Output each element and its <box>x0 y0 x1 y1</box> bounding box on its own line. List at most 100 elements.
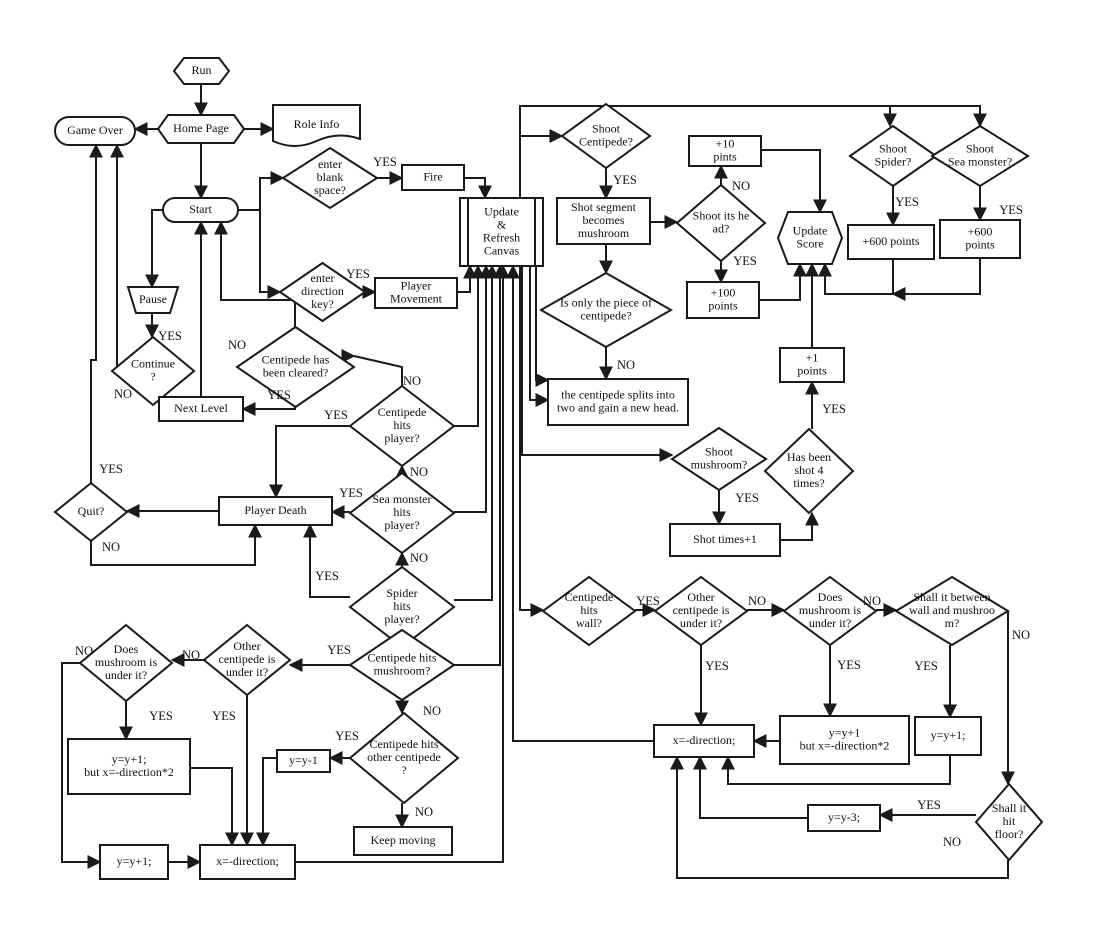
connector-arrow <box>521 266 674 462</box>
node-yym3: y=y-3; <box>807 804 881 832</box>
node-text: blank <box>317 170 344 184</box>
node-text: key? <box>311 297 334 311</box>
edge-label-no: NO <box>75 644 93 658</box>
node-text: Update <box>484 204 519 218</box>
node-text: x=-direction; <box>216 854 279 868</box>
node-start: Start <box>162 197 239 223</box>
node-text: mushroom <box>578 226 630 240</box>
connector-arrow <box>670 755 1009 879</box>
node-text: ? <box>150 369 155 383</box>
edge-label-yes: YES <box>346 267 370 281</box>
connector-arrow <box>759 262 807 301</box>
node-text: Shoot <box>966 141 995 155</box>
node-yy1x2-l: y=y+1;but x=-direction*2 <box>67 738 191 795</box>
node-text: Does <box>818 590 843 604</box>
edge-label-yes: YES <box>324 408 348 422</box>
node-text: enter <box>311 271 335 285</box>
connector-arrow <box>693 755 808 819</box>
edge-label-yes: YES <box>327 643 351 657</box>
node-text: under it? <box>809 616 851 630</box>
node-text: y=y+1; <box>112 752 147 766</box>
connector-arrow <box>535 266 550 387</box>
node-text: Shoot <box>705 444 734 458</box>
node-text: floor? <box>995 827 1024 841</box>
connector-arrow <box>295 264 510 863</box>
node-text: pints <box>713 149 737 163</box>
edge-label-no: NO <box>410 551 428 565</box>
connector-arrow <box>761 149 827 214</box>
edge-label-no: NO <box>114 387 132 401</box>
edge-label-yes: YES <box>212 709 236 723</box>
node-text: Update <box>793 223 828 237</box>
edge-label-no: NO <box>182 648 200 662</box>
node-yym1: y=y-1 <box>276 749 331 773</box>
node-text: Shall it between <box>913 590 990 604</box>
connector-arrow <box>256 757 277 847</box>
node-text: ? <box>401 763 406 777</box>
connector-arrow <box>454 264 493 513</box>
node-text: Shot segment <box>571 200 637 214</box>
node-text: +100 <box>711 285 736 299</box>
node-text: Centipede <box>565 590 614 604</box>
node-text: other centipede <box>367 750 441 764</box>
node-text: Canvas <box>484 243 520 257</box>
connector-arrow <box>145 209 163 289</box>
node-p600a: +600 points <box>847 224 935 260</box>
node-text: points <box>797 363 827 377</box>
node-pause: Pause <box>126 286 180 314</box>
connector-arrow <box>457 264 477 293</box>
node-text: player? <box>384 431 419 445</box>
connector-arrow <box>721 755 951 785</box>
node-keepmoving: Keep moving <box>353 826 453 856</box>
node-text: Player Death <box>244 503 306 517</box>
node-text: the centipede splits into <box>561 387 675 401</box>
edge-label-yes: YES <box>705 659 729 673</box>
node-roleinfo: Role Info <box>272 104 361 147</box>
node-text: hits <box>580 603 598 617</box>
node-text: Quit? <box>78 504 105 518</box>
node-nextlevel: Next Level <box>158 396 244 422</box>
node-death: Player Death <box>218 496 333 526</box>
node-text: Player <box>401 278 432 292</box>
node-text: been cleared? <box>263 365 329 379</box>
node-home: Home Page <box>156 114 246 144</box>
node-text: Is only the piece of <box>560 295 652 309</box>
node-text: x=-direction; <box>673 733 736 747</box>
node-yy1-l: y=y+1; <box>99 844 169 880</box>
edge-label-no: NO <box>748 594 766 608</box>
edge-label-yes: YES <box>917 798 941 812</box>
node-quit: Quit? <box>53 481 129 543</box>
node-text: y=y-1 <box>289 753 318 767</box>
connector-arrow <box>506 264 654 742</box>
edge-label-yes: YES <box>613 173 637 187</box>
node-text: enter <box>318 157 342 171</box>
node-text: Shoot <box>592 121 621 135</box>
node-text: hits <box>393 599 411 613</box>
edge-label-yes: YES <box>735 491 759 505</box>
node-text: mushroom is <box>799 603 862 617</box>
node-fire: Fire <box>401 164 465 191</box>
connector-arrow <box>238 209 282 299</box>
node-text: but x=-direction*2 <box>800 738 890 752</box>
node-text: Centipede hits <box>370 737 439 751</box>
connector-arrow <box>454 264 499 601</box>
node-text: centipede is <box>219 652 276 666</box>
edge-label-yes: YES <box>822 402 846 416</box>
connector-arrow <box>519 105 897 198</box>
node-text: Centipede? <box>579 134 633 148</box>
